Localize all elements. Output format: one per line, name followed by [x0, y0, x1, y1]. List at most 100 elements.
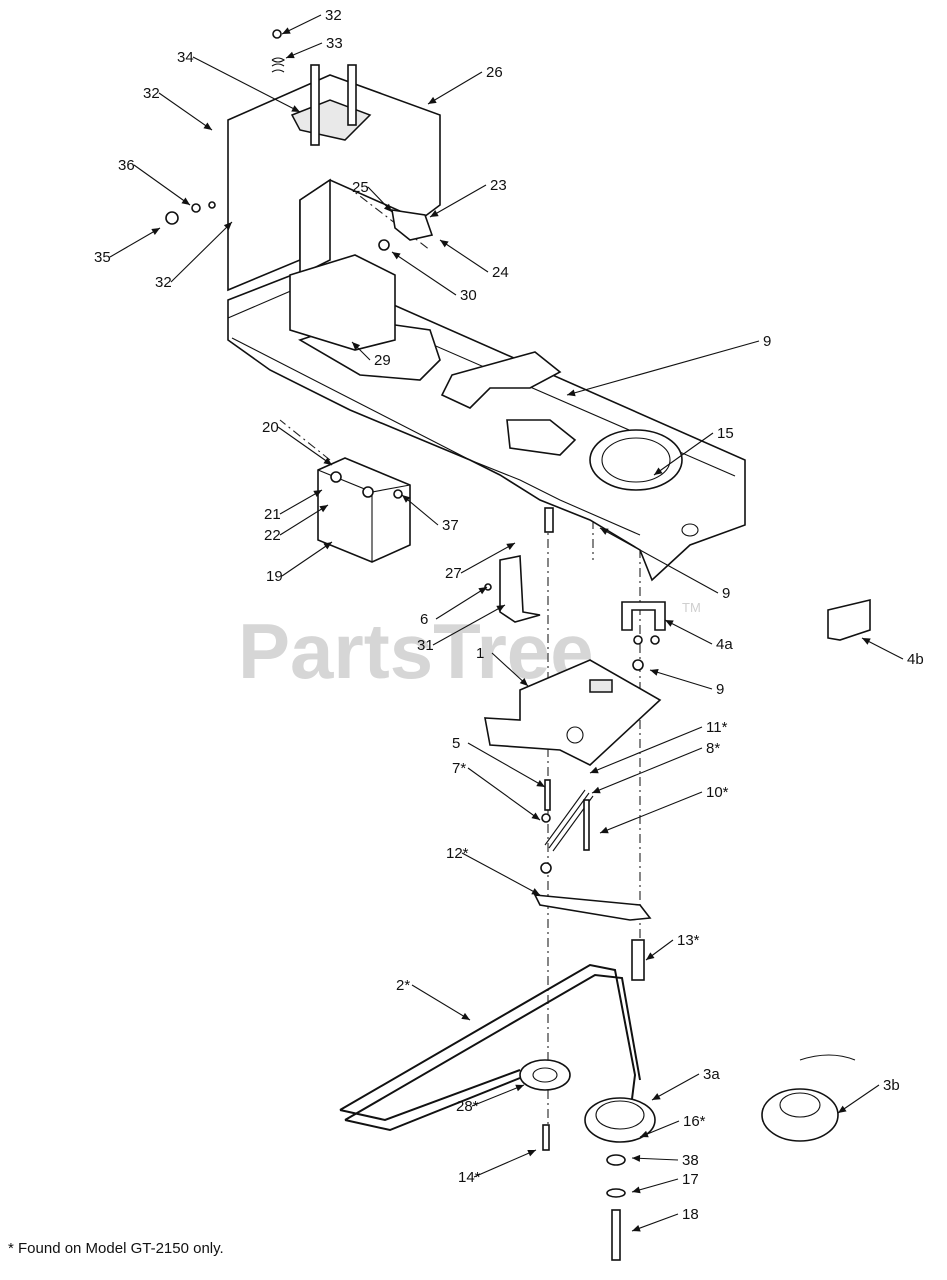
- callout-c19: 19: [266, 568, 283, 585]
- callout-c38: 38: [682, 1152, 699, 1169]
- footnote: * Found on Model GT-2150 only.: [8, 1240, 224, 1257]
- leader-lines: [109, 14, 904, 1232]
- arrowhead-c1: [519, 678, 528, 686]
- callout-c32a: 32: [325, 7, 342, 24]
- arrowhead-c30: [392, 252, 401, 260]
- leader-c9b: [599, 527, 719, 594]
- arrowhead-c14: [527, 1149, 536, 1157]
- callout-c23: 23: [490, 177, 507, 194]
- leader-c6: [435, 586, 488, 620]
- callout-c16: 16*: [683, 1113, 706, 1130]
- callout-c32c: 32: [155, 274, 172, 291]
- leader-c23: [429, 184, 487, 218]
- leader-c36: [133, 164, 191, 206]
- callout-c18: 18: [682, 1206, 699, 1223]
- clutch-bracket-plate: [484, 659, 662, 766]
- arrowhead-c32a: [282, 27, 291, 34]
- arrowhead-c27: [506, 543, 515, 550]
- leader-c24: [439, 239, 489, 273]
- callout-c28: 28*: [456, 1098, 479, 1115]
- callout-c8: 8*: [706, 740, 720, 757]
- callout-c9b: 9: [722, 585, 730, 602]
- callout-c27: 27: [445, 565, 462, 582]
- arrowhead-c22: [319, 505, 328, 513]
- leader-c15: [653, 432, 714, 476]
- arrowhead-c16: [640, 1130, 649, 1138]
- callout-c1: 1: [476, 645, 484, 662]
- arrowhead-c19: [323, 542, 332, 550]
- arrowhead-c23: [430, 209, 439, 217]
- callout-c21: 21: [264, 506, 281, 523]
- callout-c4a: 4a: [716, 636, 733, 653]
- arrowhead-c8: [592, 786, 601, 794]
- callout-c26: 26: [486, 64, 503, 81]
- arrowhead-c17: [632, 1186, 641, 1194]
- arrowhead-c18: [632, 1224, 641, 1232]
- leader-c21: [279, 489, 323, 515]
- callout-c25: 25: [352, 179, 369, 196]
- callout-c29: 29: [374, 352, 391, 369]
- leader-c22: [279, 504, 329, 536]
- callout-c4b: 4b: [907, 651, 924, 668]
- watermark-trademark: TM: [682, 600, 701, 615]
- arrowhead-c21: [313, 490, 322, 498]
- leader-c3b: [837, 1084, 880, 1114]
- leader-c32b: [158, 92, 213, 131]
- callout-c37: 37: [442, 517, 459, 534]
- callout-c30: 30: [460, 287, 477, 304]
- leader-c7: [467, 767, 541, 821]
- arrowhead-c11: [590, 766, 599, 774]
- arrowhead-c4a: [665, 620, 674, 627]
- arrowhead-c38: [632, 1154, 641, 1162]
- callout-c24: 24: [492, 264, 509, 281]
- arrowhead-c2: [461, 1012, 470, 1020]
- arrowhead-c28: [515, 1084, 524, 1092]
- leader-c2: [411, 984, 471, 1021]
- arrowhead-c13: [646, 952, 655, 960]
- callout-c20: 20: [262, 419, 279, 436]
- arrowhead-c34: [291, 105, 300, 112]
- callout-c33: 33: [326, 35, 343, 52]
- leader-c8: [591, 747, 703, 794]
- leader-c3a: [651, 1073, 700, 1101]
- dash-panel: [165, 29, 441, 351]
- leader-c26: [427, 71, 483, 105]
- arrowhead-c12: [531, 888, 540, 895]
- leader-c27: [460, 542, 516, 574]
- leader-c35: [109, 227, 161, 258]
- callout-c13: 13*: [677, 932, 700, 949]
- arrowhead-c3b: [838, 1105, 847, 1113]
- arrowhead-c3a: [652, 1093, 661, 1100]
- leader-c9c: [649, 669, 713, 690]
- callout-c3a: 3a: [703, 1066, 720, 1083]
- callout-c35: 35: [94, 249, 111, 266]
- callout-c11: 11*: [706, 719, 728, 736]
- watermark-text: PartsTree: [238, 607, 594, 695]
- leader-c12: [461, 852, 541, 896]
- callout-c32b: 32: [143, 85, 160, 102]
- arrowhead-c9c: [650, 668, 659, 676]
- arrowhead-c25: [383, 203, 392, 212]
- arrowhead-c36: [181, 197, 190, 205]
- callout-c12: 12*: [446, 845, 469, 862]
- arrowhead-c15: [654, 467, 663, 475]
- arrowhead-c26: [428, 96, 437, 104]
- leader-c28: [471, 1084, 525, 1107]
- callout-c9a: 9: [763, 333, 771, 350]
- arrowhead-c32c: [223, 222, 232, 231]
- callout-c3b: 3b: [883, 1077, 900, 1094]
- arrowhead-c6: [478, 587, 487, 595]
- leader-c18: [631, 1213, 679, 1232]
- callout-c22: 22: [264, 527, 281, 544]
- callout-c15: 15: [717, 425, 734, 442]
- leader-c31: [432, 604, 506, 646]
- leader-c34: [192, 56, 301, 113]
- callout-c2: 2*: [396, 977, 410, 994]
- callout-c34: 34: [177, 49, 194, 66]
- leader-c10: [599, 791, 703, 834]
- callout-c9c: 9: [716, 681, 724, 698]
- arrowhead-c7: [531, 812, 540, 820]
- belt-and-pulleys: [339, 963, 856, 1261]
